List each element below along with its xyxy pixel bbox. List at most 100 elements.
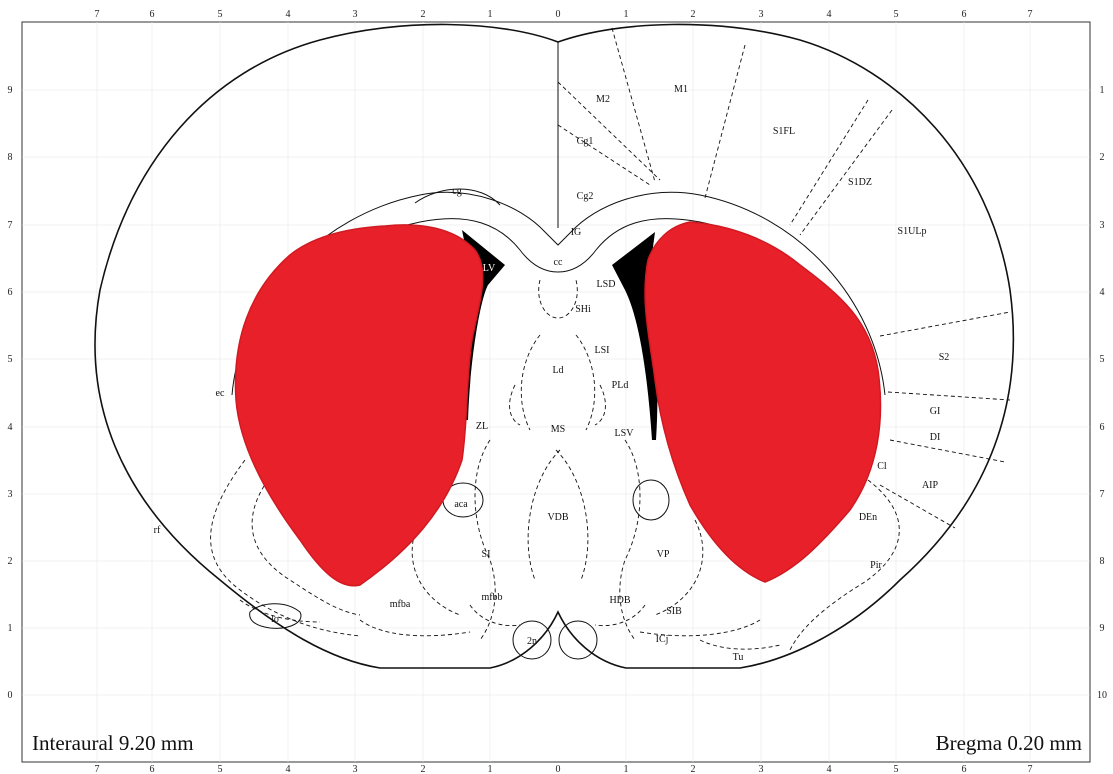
label-mfbb: mfbb [481,592,502,603]
right-tick: 10 [1097,690,1107,701]
top-tick: 2 [691,9,696,20]
top-tick: 3 [759,9,764,20]
label-SI: SI [482,549,491,560]
bottom-axis-ticks: 7 6 5 4 3 2 1 0 1 2 3 4 5 6 7 [95,764,1033,774]
label-S1DZ: S1DZ [848,177,872,188]
label-S1FL: S1FL [773,126,795,137]
top-tick: 6 [962,9,967,20]
bottom-tick: 2 [421,764,426,774]
top-tick: 0 [556,9,561,20]
label-SIB: SIB [666,606,682,617]
left-tick: 1 [8,623,13,634]
top-tick: 4 [286,9,291,20]
bottom-tick: 3 [353,764,358,774]
lesion-right [645,222,881,582]
label-Cg1: Cg1 [577,136,594,147]
top-tick: 1 [488,9,493,20]
left-tick: 9 [8,85,13,96]
right-tick: 6 [1100,422,1105,433]
interaural-caption: Interaural 9.20 mm [32,731,194,755]
label-SHi: SHi [575,304,591,315]
label-GI: GI [930,406,941,417]
lesion-left [235,225,482,586]
brain-outline [95,24,1013,668]
label-2n: 2n [527,636,537,647]
top-tick: 4 [827,9,832,20]
top-tick: 3 [353,9,358,20]
top-tick: 6 [150,9,155,20]
top-tick: 2 [421,9,426,20]
label-IG: IG [571,227,582,238]
right-tick: 4 [1100,287,1105,298]
bottom-tick: 3 [759,764,764,774]
label-M2: M2 [596,94,610,105]
left-tick: 5 [8,354,13,365]
right-tick: 8 [1100,556,1105,567]
left-tick: 3 [8,489,13,500]
bottom-tick: 4 [827,764,832,774]
label-cc: cc [554,257,563,268]
label-AIP: AIP [922,480,939,491]
bottom-tick: 7 [1028,764,1033,774]
bottom-tick: 2 [691,764,696,774]
bottom-tick: 4 [286,764,291,774]
right-tick: 3 [1100,220,1105,231]
bottom-tick: 5 [894,764,899,774]
top-tick: 5 [894,9,899,20]
label-ZL: ZL [476,421,488,432]
right-tick: 2 [1100,152,1105,163]
label-LSV: LSV [615,428,635,439]
label-aca: aca [454,499,468,510]
left-tick: 8 [8,152,13,163]
label-cg: cg [452,186,461,197]
top-tick: 5 [218,9,223,20]
bregma-caption: Bregma 0.20 mm [936,731,1082,755]
label-ICj: ICj [656,634,669,645]
bottom-tick: 6 [150,764,155,774]
top-tick: 1 [624,9,629,20]
left-tick: 0 [8,690,13,701]
left-axis-ticks: 9 8 7 6 5 4 3 2 1 0 [8,85,13,701]
label-Pir: Pir [870,560,882,571]
optic-nerve-right [559,621,597,659]
label-MS: MS [551,424,565,435]
bottom-tick: 0 [556,764,561,774]
label-LV: LV [483,263,496,274]
bottom-tick: 6 [962,764,967,774]
label-LSD: LSD [597,279,616,290]
left-tick: 2 [8,556,13,567]
right-axis-ticks: 1 2 3 4 5 6 7 8 9 10 [1097,85,1107,701]
left-tick: 7 [8,220,13,231]
right-tick: 9 [1100,623,1105,634]
label-PLd: PLd [612,380,629,391]
label-S1ULp: S1ULp [898,226,927,237]
right-tick: 7 [1100,489,1105,500]
grid-lines [22,22,1090,762]
label-lo: lo [271,614,279,625]
label-rf: rf [154,525,161,536]
bottom-tick: 5 [218,764,223,774]
bottom-tick: 7 [95,764,100,774]
label-ec: ec [216,388,225,399]
label-LSI: LSI [595,345,610,356]
label-S2: S2 [939,352,950,363]
bottom-tick: 1 [488,764,493,774]
label-DI: DI [930,432,941,443]
label-HDB: HDB [609,595,630,606]
label-mfba: mfba [390,599,411,610]
label-Cg2: Cg2 [577,191,594,202]
label-DEn: DEn [859,512,877,523]
label-M1: M1 [674,84,688,95]
left-tick: 6 [8,287,13,298]
top-tick: 7 [1028,9,1033,20]
left-tick: 4 [8,422,13,433]
atlas-frame [22,22,1090,762]
right-tick: 5 [1100,354,1105,365]
label-VDB: VDB [547,512,568,523]
label-Tu: Tu [733,652,744,663]
anterior-commissure-right [633,480,669,520]
bottom-tick: 1 [624,764,629,774]
right-tick: 1 [1100,85,1105,96]
label-Cl: Cl [877,461,887,472]
